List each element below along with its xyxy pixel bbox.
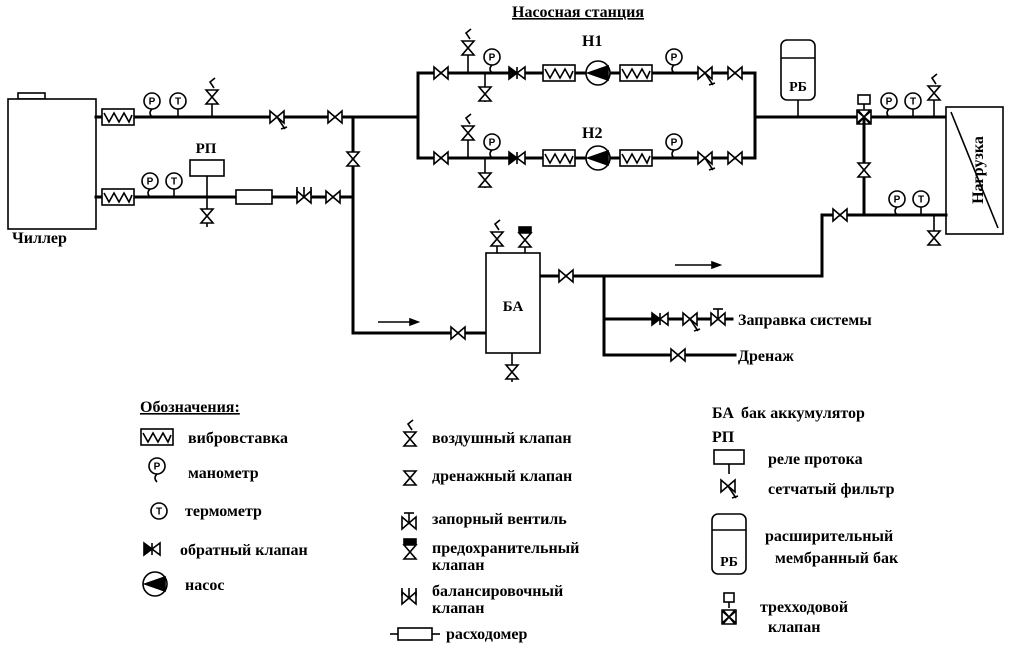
station-title: Насосная станция	[512, 4, 644, 21]
legend-safety-valve: предохранительный	[432, 540, 579, 557]
pump2-label: Н2	[582, 125, 602, 142]
legend-thermometer: термометр	[185, 503, 262, 520]
load-unit	[945, 106, 1004, 235]
chiller-unit	[7, 92, 97, 230]
legend-strainer: сетчатый фильтр	[768, 481, 895, 498]
expansion-tank	[780, 39, 816, 101]
load-label: Нагрузка	[970, 136, 987, 204]
flow-relay-icon	[713, 449, 745, 465]
fill-drain-lines	[602, 274, 737, 362]
pump-station	[416, 28, 757, 188]
expansion-tank-label: РБ	[789, 80, 807, 95]
flow-relay-box	[189, 159, 225, 177]
legend-pressure-gauge: манометр	[188, 465, 259, 482]
legend-col-3: БА бак аккумулятор РП реле протока сетча…	[711, 405, 899, 636]
legend-col-2: воздушный клапан дренажный клапан запорн…	[390, 419, 579, 643]
chiller-label: Чиллер	[12, 230, 67, 247]
system-fill-label: Заправка системы	[738, 312, 872, 329]
legend-vibration-insert: вибровставка	[188, 430, 288, 447]
bypass-line	[346, 115, 488, 340]
legend-air-valve: воздушный клапан	[432, 430, 572, 447]
flow-meter-icon	[397, 627, 433, 641]
chiller-supply-line	[94, 77, 420, 130]
load-return-line	[538, 190, 948, 283]
expansion-tank-icon	[711, 513, 747, 575]
legend-check-valve: обратный клапан	[180, 542, 308, 559]
legend-expansion-tank: расширительный	[765, 528, 893, 545]
legend-drain-valve: дренажный клапан	[432, 468, 572, 485]
load-supply-line	[753, 39, 948, 217]
legend-abbr-accumulator: бак аккумулятор	[741, 405, 865, 422]
legend-three-way-valve: трехходовой	[760, 599, 848, 616]
legend-pump: насос	[185, 577, 224, 594]
legend-abbr-accumulator-code: БА	[712, 405, 734, 422]
legend-col-1: вибровставка манометр T термометр обратн…	[140, 428, 308, 597]
legend-flow-meter: расходомер	[446, 626, 528, 643]
legend-expansion-tank-2: мембранный бак	[775, 550, 899, 567]
thermometer-icon: T	[156, 507, 162, 518]
legend-balancing-valve: балансировочный	[432, 583, 563, 600]
drain-label: Дренаж	[738, 348, 794, 365]
legend-shutoff-valve: запорный вентиль	[432, 511, 567, 528]
legend-three-way-valve-2: клапан	[768, 619, 820, 636]
legend-balancing-valve-2: клапан	[432, 600, 484, 617]
expansion-tank-icon-label: РБ	[720, 555, 738, 570]
legend-abbr-relay-code: РП	[712, 429, 735, 446]
accumulator-label: БА	[503, 299, 524, 315]
accumulator-tank	[485, 219, 541, 382]
pump1-label: Н1	[582, 33, 602, 50]
flow-meter	[235, 189, 273, 205]
legend-safety-valve-2: клапан	[432, 557, 484, 574]
legend-flow-relay: реле протока	[768, 451, 863, 468]
flow-relay-label: РП	[196, 141, 217, 157]
chiller-return-line	[94, 159, 355, 227]
legend-heading: Обозначения:	[140, 399, 240, 416]
